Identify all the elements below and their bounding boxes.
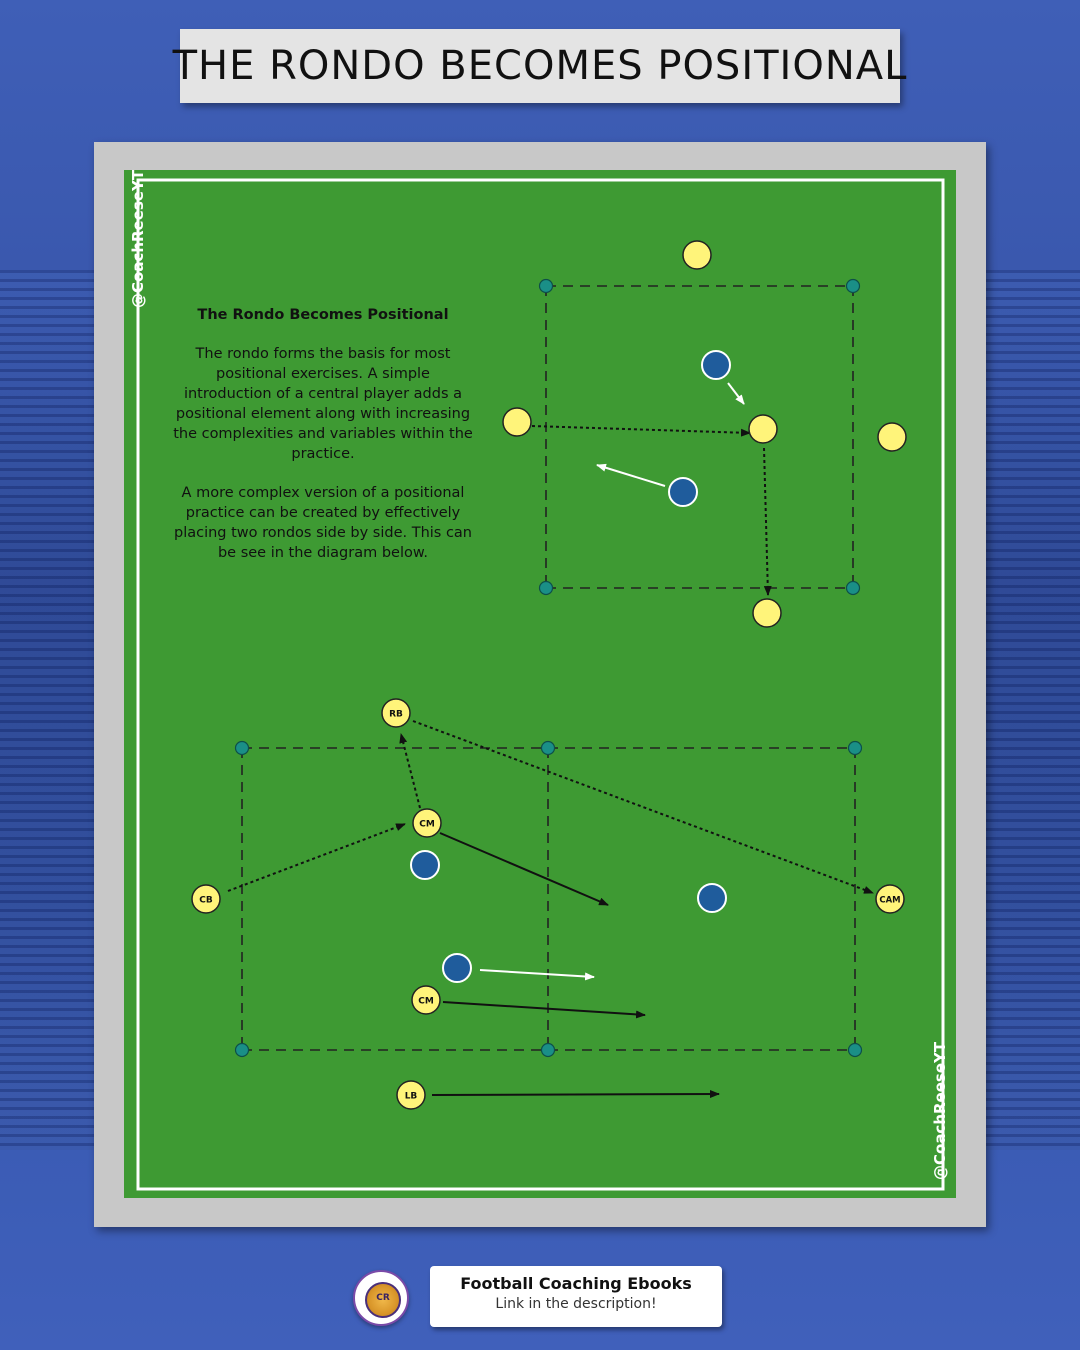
cones	[234, 278, 863, 1058]
defender-player	[442, 953, 472, 983]
cone	[234, 740, 250, 756]
cone	[845, 278, 861, 294]
player-label-cm: CM	[418, 997, 434, 1007]
attacker-player	[502, 407, 532, 437]
player-rb: RB	[381, 698, 411, 728]
run-arrow	[439, 832, 609, 906]
player-cam: CAM	[875, 884, 905, 914]
cone	[538, 278, 554, 294]
description-block: The Rondo Becomes Positional The rondo f…	[170, 305, 476, 582]
defender-player	[410, 850, 440, 880]
defender-run-arrow	[727, 382, 745, 405]
pitch-boundary-line	[136, 178, 945, 1191]
logo-text: CR	[376, 1293, 390, 1303]
player-label-cb: CB	[199, 896, 213, 906]
defender-player	[697, 883, 727, 913]
pass-arrow	[763, 447, 772, 596]
description-title: The Rondo Becomes Positional	[197, 307, 449, 323]
cone	[847, 740, 863, 756]
cone	[538, 580, 554, 596]
cone	[234, 1042, 250, 1058]
cone	[540, 740, 556, 756]
pass-arrow	[227, 823, 406, 892]
ball-icon: CR	[365, 1282, 401, 1318]
player-label-lb: LB	[405, 1092, 418, 1102]
pass-arrow	[412, 720, 874, 894]
defenders-bottom	[410, 850, 727, 983]
player-label-rb: RB	[389, 710, 403, 720]
player-label-cm: CM	[419, 820, 435, 830]
defender-player	[668, 477, 698, 507]
attacker-player	[877, 422, 907, 452]
bottom-positional-grid	[241, 747, 856, 1051]
cone	[847, 1042, 863, 1058]
attacker-player	[752, 598, 782, 628]
ebooks-link-card[interactable]: Football Coaching Ebooks Link in the des…	[430, 1266, 722, 1327]
run-arrow	[431, 1090, 720, 1099]
pass-arrow	[531, 425, 751, 437]
pitch	[124, 170, 956, 1198]
brand-logo[interactable]: CR	[353, 1270, 409, 1326]
watermark-right: @CoachReeseYT	[931, 1041, 949, 1180]
run-arrow	[442, 1001, 646, 1019]
ebooks-title: Football Coaching Ebooks	[460, 1274, 692, 1293]
pass-arrow	[399, 733, 421, 809]
page-title: THE RONDO BECOMES POSITIONAL	[172, 43, 908, 89]
defender-run-arrow	[479, 969, 595, 981]
attacker-player	[748, 414, 778, 444]
top-rondo-grid	[545, 285, 854, 589]
attackers-top	[502, 240, 907, 628]
player-cm-bottom: CM	[411, 985, 441, 1015]
defender-run-arrow	[596, 463, 666, 487]
player-cb: CB	[191, 884, 221, 914]
player-cm-top: CM	[412, 808, 442, 838]
player-lb: LB	[396, 1080, 426, 1110]
watermark-left: @CoachReeseYT	[129, 169, 147, 308]
ebooks-subtitle: Link in the description!	[495, 1296, 657, 1312]
description-paragraph: The rondo forms the basis for most posit…	[173, 346, 473, 462]
defenders-top	[668, 350, 731, 507]
player-label-cam: CAM	[879, 896, 900, 906]
cone	[845, 580, 861, 596]
defender-player	[701, 350, 731, 380]
cone	[540, 1042, 556, 1058]
description-paragraph: A more complex version of a positional p…	[173, 485, 472, 561]
title-banner: THE RONDO BECOMES POSITIONAL	[173, 29, 906, 103]
attacker-player	[682, 240, 712, 270]
